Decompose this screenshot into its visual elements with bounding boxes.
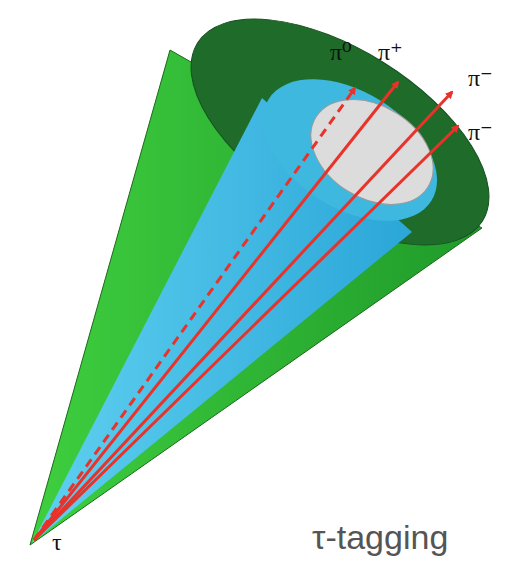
pion-track [34, 126, 458, 540]
inner-cone-face [292, 78, 453, 226]
particle-label: π⁻ [468, 120, 493, 144]
caption-label: τ-tagging [312, 520, 448, 554]
pion-track [34, 92, 452, 540]
particle-label: π⁰ [330, 40, 352, 64]
particle-label: τ [52, 530, 62, 554]
particle-label: π⁺ [378, 40, 403, 64]
inner-cone-top [238, 50, 462, 250]
pion-track [34, 82, 398, 540]
neutral-pion-track [34, 88, 355, 540]
particle-label: π⁻ [468, 66, 493, 90]
